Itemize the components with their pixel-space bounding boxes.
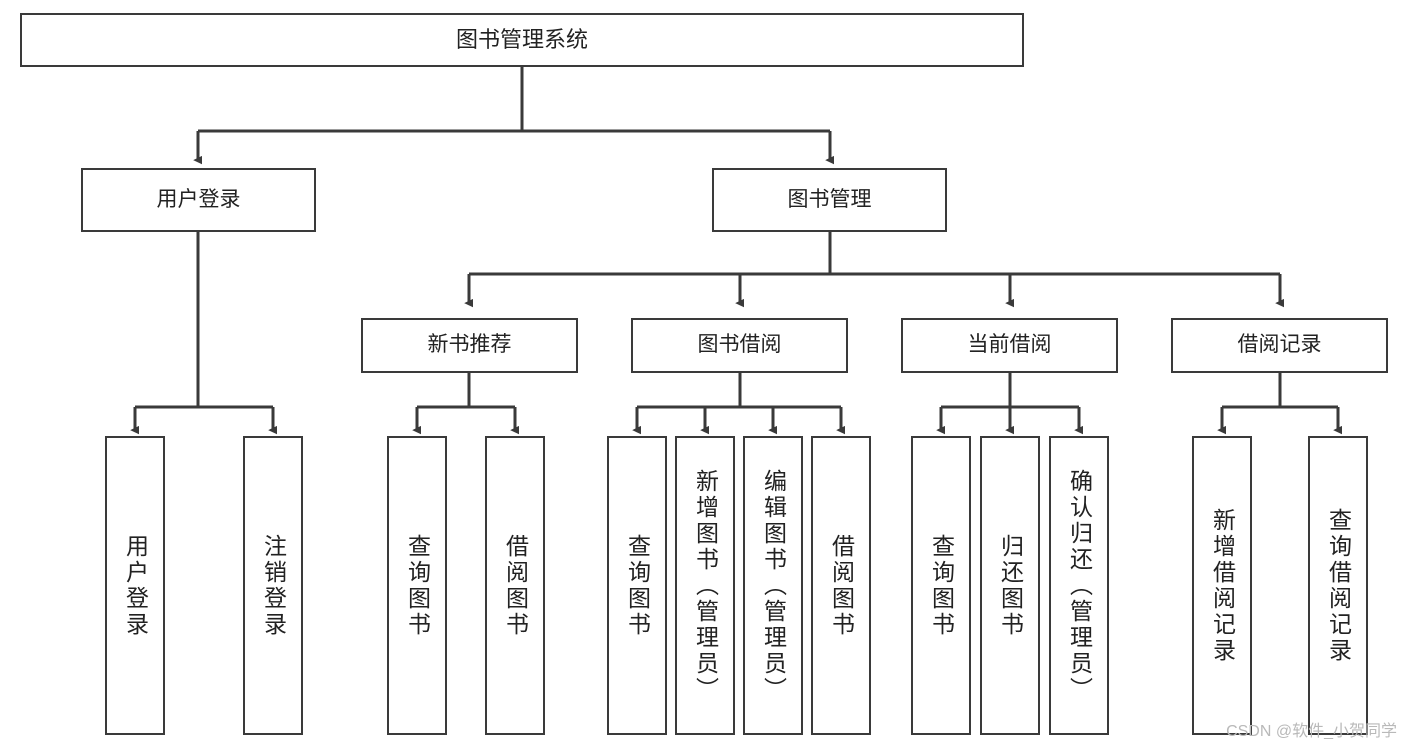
leaf-borrow-records-add[interactable]: 新增借阅记录	[1192, 436, 1252, 735]
leaf-label: 查询借阅记录	[1325, 507, 1352, 664]
leaf-label: 确认归还（管理员）	[1066, 468, 1093, 703]
node-new-book-recommend-label: 新书推荐	[427, 333, 512, 357]
leaf-book-borrow-add[interactable]: 新增图书（管理员）	[675, 436, 735, 735]
leaf-book-borrow-borrow[interactable]: 借阅图书	[811, 436, 871, 735]
leaf-label: 归还图书	[997, 533, 1024, 638]
leaf-book-borrow-edit[interactable]: 编辑图书（管理员）	[743, 436, 803, 735]
leaf-label: 用户登录	[122, 533, 149, 638]
node-user-login-label: 用户登录	[156, 187, 241, 211]
leaf-label: 查询图书	[928, 533, 955, 638]
leaf-borrow-records-query[interactable]: 查询借阅记录	[1308, 436, 1368, 735]
node-new-book-recommend[interactable]: 新书推荐	[361, 318, 578, 373]
leaf-label: 新增借阅记录	[1209, 507, 1236, 664]
node-root[interactable]: 图书管理系统	[20, 13, 1024, 67]
node-book-borrow-label: 图书借阅	[697, 333, 782, 357]
node-user-login[interactable]: 用户登录	[81, 168, 316, 232]
leaf-label: 借阅图书	[828, 533, 855, 638]
node-root-label: 图书管理系统	[455, 27, 588, 53]
leaf-label: 新增图书（管理员）	[692, 468, 719, 703]
leaf-new-book-borrow[interactable]: 借阅图书	[485, 436, 545, 735]
leaf-label: 查询图书	[624, 533, 651, 638]
node-current-borrow-label: 当前借阅	[967, 333, 1052, 357]
node-book-borrow[interactable]: 图书借阅	[631, 318, 848, 373]
leaf-new-book-query[interactable]: 查询图书	[387, 436, 447, 735]
leaf-current-borrow-query[interactable]: 查询图书	[911, 436, 971, 735]
leaf-current-borrow-confirm-return[interactable]: 确认归还（管理员）	[1049, 436, 1109, 735]
leaf-label: 编辑图书（管理员）	[760, 468, 787, 703]
node-current-borrow[interactable]: 当前借阅	[901, 318, 1118, 373]
leaf-current-borrow-return[interactable]: 归还图书	[980, 436, 1040, 735]
leaf-label: 注销登录	[260, 533, 287, 638]
leaf-book-borrow-query[interactable]: 查询图书	[607, 436, 667, 735]
leaf-user-login-login[interactable]: 用户登录	[105, 436, 165, 735]
node-borrow-records[interactable]: 借阅记录	[1171, 318, 1388, 373]
node-book-manage[interactable]: 图书管理	[712, 168, 947, 232]
leaf-label: 查询图书	[404, 533, 431, 638]
leaf-user-login-logout[interactable]: 注销登录	[243, 436, 303, 735]
node-borrow-records-label: 借阅记录	[1237, 333, 1322, 357]
leaf-label: 借阅图书	[502, 533, 529, 638]
node-book-manage-label: 图书管理	[787, 187, 872, 211]
